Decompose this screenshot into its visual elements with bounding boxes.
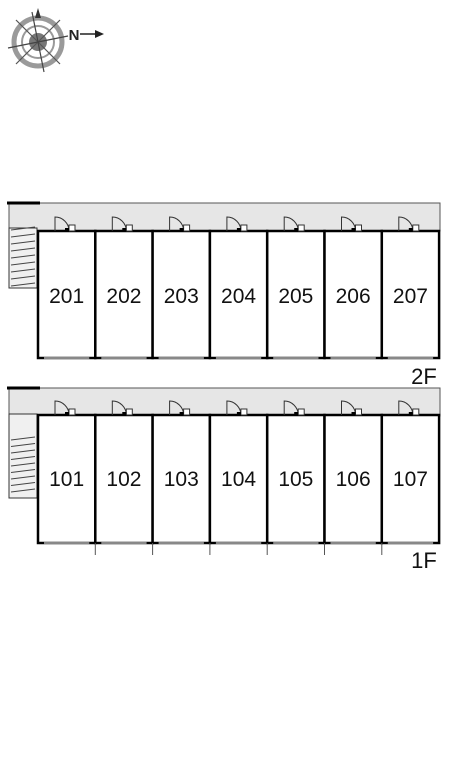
unit-number: 103 — [164, 468, 199, 491]
unit-number: 206 — [336, 285, 371, 308]
door-icon — [398, 216, 420, 232]
unit-107: 107 — [380, 400, 441, 555]
door-icon — [341, 216, 362, 232]
unit-202: 202 — [94, 216, 154, 360]
door-icon — [341, 400, 362, 416]
floor-1f: 101 102 103 104 105 106 107 1F — [7, 386, 441, 573]
unit-207: 207 — [380, 216, 441, 360]
stairs-steps-1f — [10, 436, 36, 493]
unit-number: 106 — [336, 468, 371, 491]
floor-2f: 201 202 203 204 205 206 207 2F — [7, 201, 441, 389]
unit-203: 203 — [151, 216, 212, 360]
unit-number: 107 — [393, 468, 428, 491]
compass-north-label: N — [69, 27, 80, 44]
units-row-2f: 201 202 203 204 205 206 207 — [36, 216, 441, 360]
stair-step — [10, 226, 36, 231]
unit-number: 201 — [49, 285, 84, 308]
unit-room — [36, 229, 97, 360]
unit-103: 103 — [151, 400, 212, 555]
door-icon — [111, 400, 133, 416]
stair-step — [10, 475, 36, 480]
stair-step — [10, 275, 36, 280]
unit-104: 104 — [208, 400, 269, 555]
unit-room — [151, 229, 212, 360]
unit-number: 203 — [164, 285, 199, 308]
stair-step — [10, 240, 36, 245]
stair-step — [10, 488, 36, 493]
unit-room — [94, 413, 154, 545]
unit-206: 206 — [323, 216, 384, 360]
unit-room — [323, 229, 384, 360]
unit-number: 204 — [221, 285, 256, 308]
unit-room — [94, 229, 154, 360]
unit-105: 105 — [265, 400, 326, 555]
stairs-steps-2f — [10, 226, 36, 287]
door-icon — [169, 400, 191, 416]
stair-step — [10, 482, 36, 486]
unit-106: 106 — [323, 400, 384, 555]
door-icon — [169, 216, 191, 232]
door-icon — [398, 400, 420, 416]
unit-number: 205 — [278, 285, 313, 308]
door-icon — [226, 216, 248, 232]
stair-step — [10, 261, 36, 266]
door-icon — [111, 216, 133, 232]
unit-room — [208, 413, 269, 545]
door-icon — [283, 216, 305, 232]
stair-step — [10, 282, 36, 287]
unit-number: 202 — [106, 285, 141, 308]
stair-step — [10, 449, 36, 454]
unit-201: 201 — [36, 216, 97, 360]
unit-number: 104 — [221, 468, 256, 491]
stair-step — [10, 456, 36, 460]
unit-101: 101 — [36, 400, 97, 545]
unit-204: 204 — [208, 216, 269, 360]
compass-rose-icon — [7, 8, 104, 73]
unit-205: 205 — [265, 216, 326, 360]
unit-number: 105 — [278, 468, 313, 491]
stair-step — [10, 254, 36, 259]
unit-room — [208, 229, 269, 360]
stair-step — [10, 233, 36, 238]
floor-label-1f: 1F — [411, 548, 437, 573]
door-icon — [54, 216, 76, 232]
stair-step — [10, 443, 36, 447]
stair-step — [10, 247, 36, 252]
door-icon — [283, 400, 305, 416]
unit-room — [380, 229, 441, 360]
stair-step — [10, 469, 36, 473]
stair-step — [10, 436, 36, 441]
door-icon — [226, 400, 248, 416]
unit-102: 102 — [94, 400, 154, 555]
unit-number: 101 — [49, 468, 84, 491]
unit-room — [380, 413, 441, 545]
floor-label-2f: 2F — [411, 364, 437, 389]
stair-step — [10, 268, 36, 273]
units-row-1f: 101 102 103 104 105 106 107 — [36, 400, 441, 555]
unit-number: 102 — [106, 468, 141, 491]
walkway-1f — [8, 387, 441, 417]
unit-number: 207 — [393, 285, 428, 308]
stair-step — [10, 462, 36, 467]
door-icon — [54, 400, 76, 416]
